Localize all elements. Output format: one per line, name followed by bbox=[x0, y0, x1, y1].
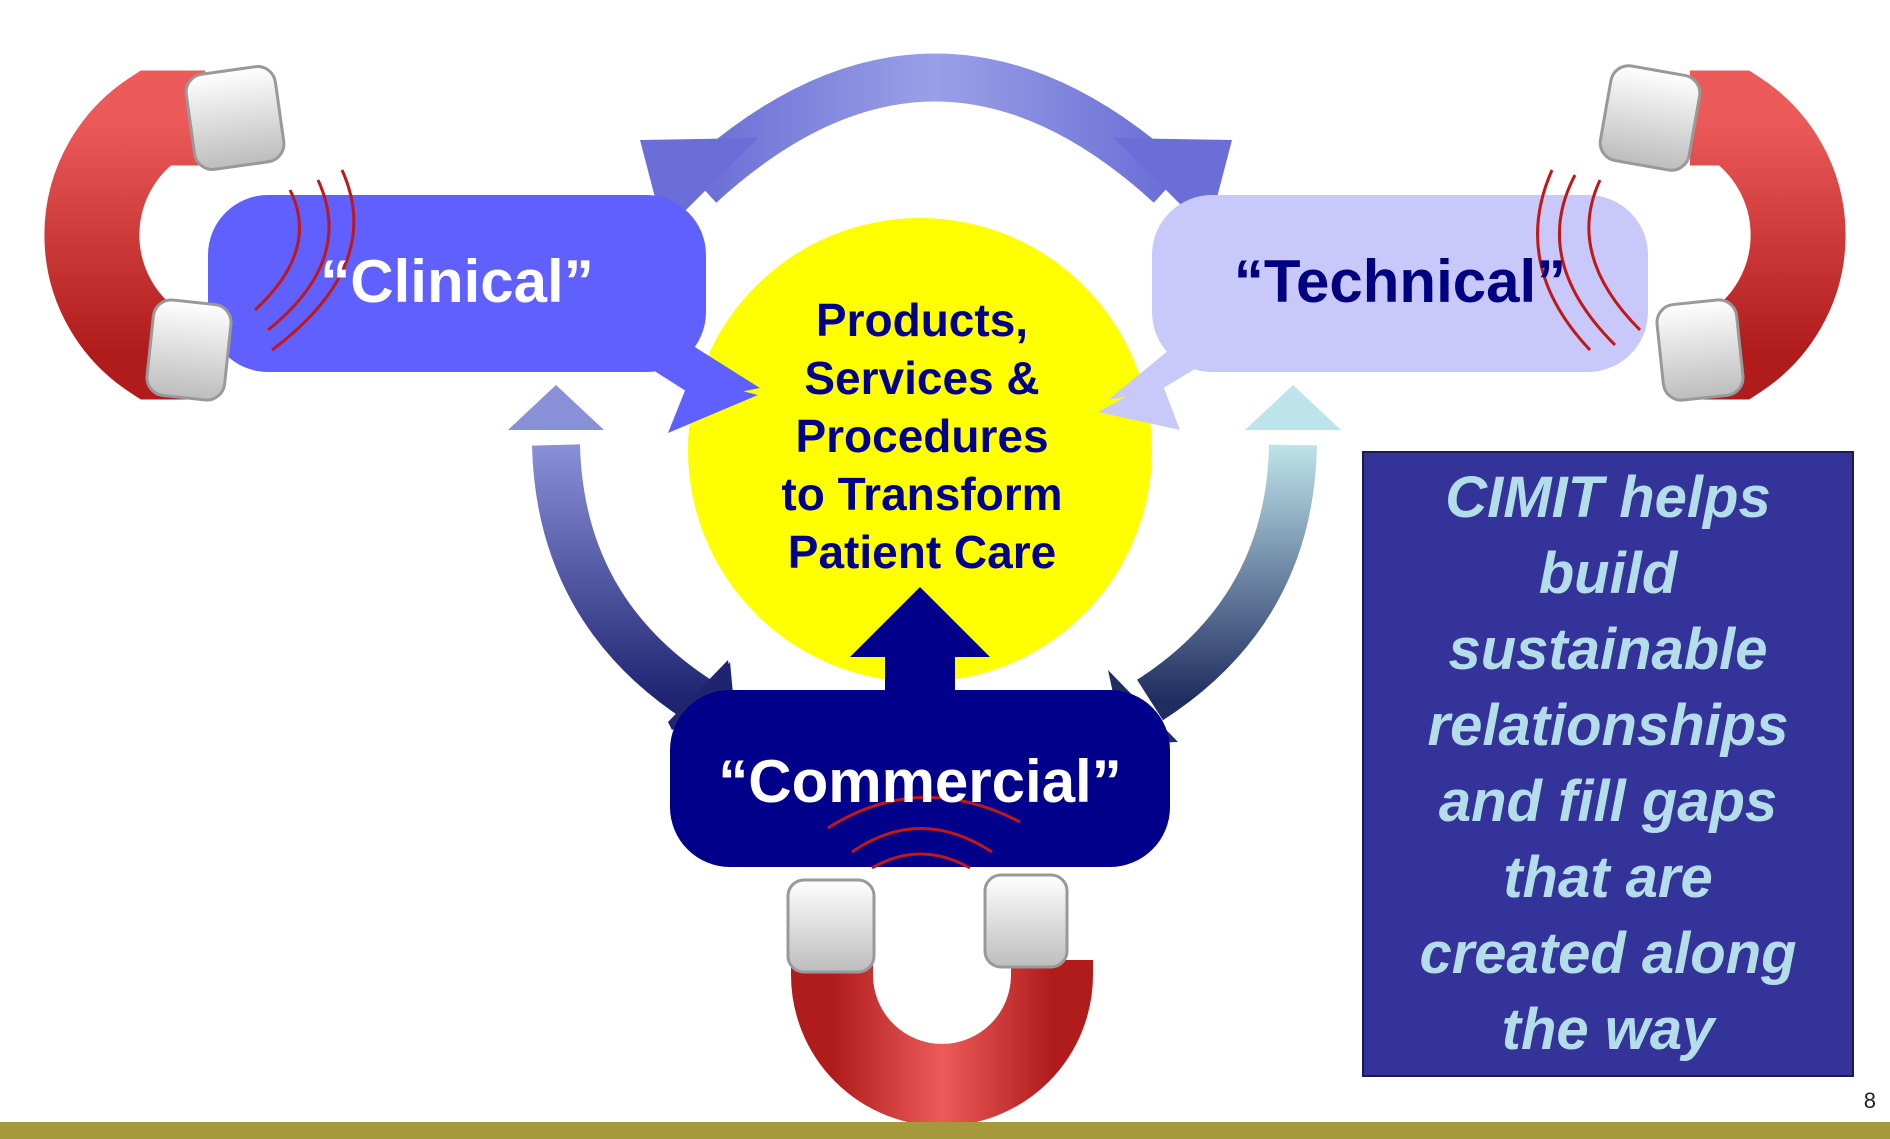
center-line-5: Patient Care bbox=[788, 526, 1056, 578]
callout-line-5: and fill gaps bbox=[1438, 769, 1778, 834]
callout-line-8: the way bbox=[1501, 997, 1715, 1062]
center-circle bbox=[688, 218, 1152, 682]
center-line-3: Procedures bbox=[795, 410, 1048, 462]
commercial-box bbox=[670, 690, 1170, 867]
callout-box: CIMIT helps build sustainable relationsh… bbox=[1362, 451, 1854, 1077]
callout-line-2: build bbox=[1538, 541, 1678, 606]
technical-label: “Technical” bbox=[1234, 248, 1566, 315]
magnet-icon-bottom bbox=[786, 873, 1093, 1126]
field-lines-bottom bbox=[827, 795, 1021, 870]
clinical-label: “Clinical” bbox=[320, 248, 593, 315]
field-lines-left bbox=[253, 169, 356, 352]
clinical-box bbox=[208, 195, 760, 433]
callout-line-4: relationships bbox=[1427, 693, 1789, 758]
center-text: Products, Services & Procedures to Trans… bbox=[781, 294, 1062, 578]
center-line-1: Products, bbox=[816, 294, 1028, 346]
callout-line-6: that are bbox=[1503, 845, 1713, 910]
magnet-icon-right bbox=[1598, 64, 1846, 402]
double-arrow-top bbox=[640, 53, 1232, 232]
technical-box bbox=[1098, 195, 1648, 430]
callout-line-3: sustainable bbox=[1448, 617, 1768, 682]
callout-line-7: created along bbox=[1419, 921, 1797, 986]
center-line-4: to Transform bbox=[781, 468, 1062, 520]
callout-line-1: CIMIT helps bbox=[1445, 465, 1771, 530]
commercial-label: “Commercial” bbox=[718, 748, 1121, 815]
page-number: 8 bbox=[1863, 1088, 1876, 1113]
footer-bar bbox=[0, 1122, 1890, 1139]
center-line-2: Services & bbox=[804, 352, 1039, 404]
up-arrow bbox=[850, 587, 990, 700]
field-lines-right bbox=[1536, 169, 1642, 352]
magnet-icon-left bbox=[44, 65, 286, 402]
